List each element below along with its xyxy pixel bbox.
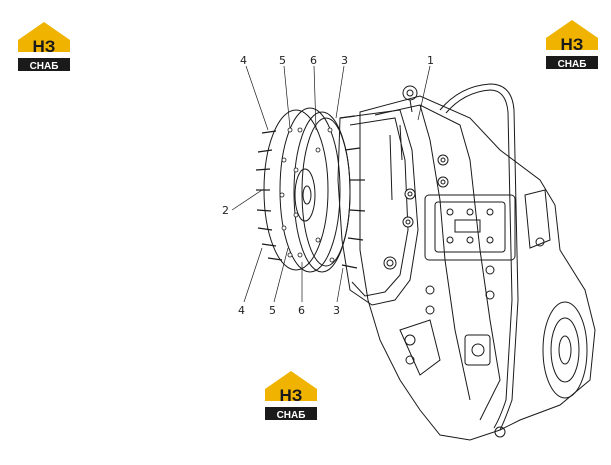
callout-label: 3 — [341, 54, 348, 67]
callout-label: 6 — [310, 54, 317, 67]
plate-bolt-holes — [279, 127, 335, 263]
right-bolts — [339, 115, 366, 269]
callout-label: 4 — [238, 304, 245, 317]
callout-label: 3 — [333, 304, 340, 317]
logo-bottom-bar — [546, 56, 598, 69]
lifting-eye — [402, 85, 418, 113]
flex-ring-inner — [301, 117, 351, 267]
callout-label: 2 — [222, 204, 229, 217]
logo-roof-shape — [265, 371, 317, 401]
logo-roof-shape — [18, 22, 70, 52]
callouts-bottom: 4 5 6 3 — [238, 304, 340, 317]
logo-top-left: НЗ СНАБ — [18, 22, 70, 72]
callout-label: 6 — [298, 304, 305, 317]
callout-label: 4 — [240, 54, 247, 67]
elastic-plate-assembly — [263, 107, 351, 273]
logo-bottom-bar — [265, 407, 317, 420]
hub — [294, 168, 316, 222]
transmission-housing — [359, 95, 596, 441]
logo-bottom-bar — [18, 58, 70, 71]
callout-label: 5 — [269, 304, 276, 317]
lower-cover — [399, 265, 495, 376]
logo-roof-shape — [546, 20, 598, 50]
output-flange — [542, 301, 588, 399]
callout-label: 1 — [427, 54, 434, 67]
callouts-left: 2 — [222, 204, 229, 217]
logo-top-text: НЗ — [33, 37, 56, 56]
leader-lines — [231, 65, 431, 303]
hub-center — [302, 185, 312, 205]
logo-bottom-text: СНАБ — [30, 61, 59, 72]
side-bracket — [524, 189, 551, 249]
logo-top-right: НЗ СНАБ — [546, 20, 598, 70]
bell-housing-bolts — [383, 154, 449, 270]
logo-bottom-text: СНАБ — [277, 410, 306, 421]
callouts-top: 4 5 6 3 1 — [240, 54, 434, 67]
bell-housing-plate — [337, 109, 419, 306]
logo-top-text: НЗ — [561, 35, 584, 54]
callout-label: 5 — [279, 54, 286, 67]
control-valve-block — [424, 194, 516, 261]
oil-pipe — [439, 83, 519, 438]
middle-plate-ring — [279, 107, 341, 273]
logo-top-text: НЗ — [280, 386, 303, 405]
logo-bottom-center: НЗ СНАБ — [265, 371, 317, 421]
logo-bottom-text: СНАБ — [558, 59, 587, 70]
left-bolts — [255, 130, 283, 261]
